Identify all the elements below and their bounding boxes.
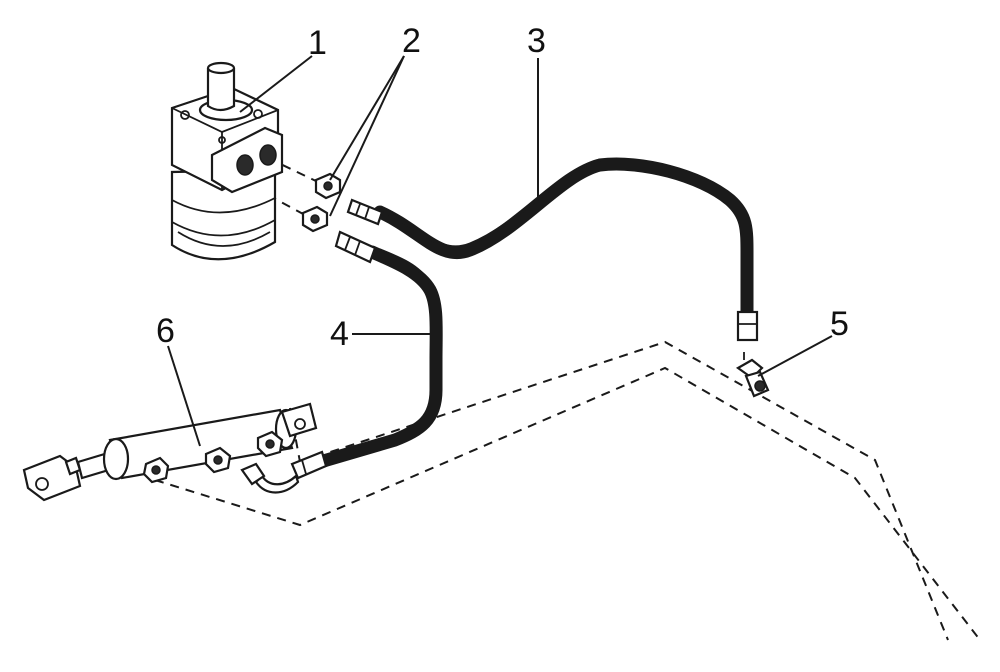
callout-3: 3 (527, 22, 546, 60)
leader-lines (167, 55, 833, 447)
chassis-dashed-outline (154, 157, 981, 641)
port-fittings (301, 172, 342, 233)
hose-lower (240, 230, 443, 494)
callout-1: 1 (308, 24, 327, 62)
hydraulic-motor (170, 61, 284, 261)
callout-5: 5 (830, 305, 849, 343)
hose-upper (346, 157, 759, 342)
hydraulic-cylinder (22, 402, 318, 502)
callout-4: 4 (330, 315, 349, 353)
callout-6: 6 (156, 312, 175, 350)
tee-fitting (735, 352, 770, 398)
callout-2: 2 (402, 22, 421, 60)
callout-labels: 1 2 3 4 5 6 (156, 22, 849, 353)
